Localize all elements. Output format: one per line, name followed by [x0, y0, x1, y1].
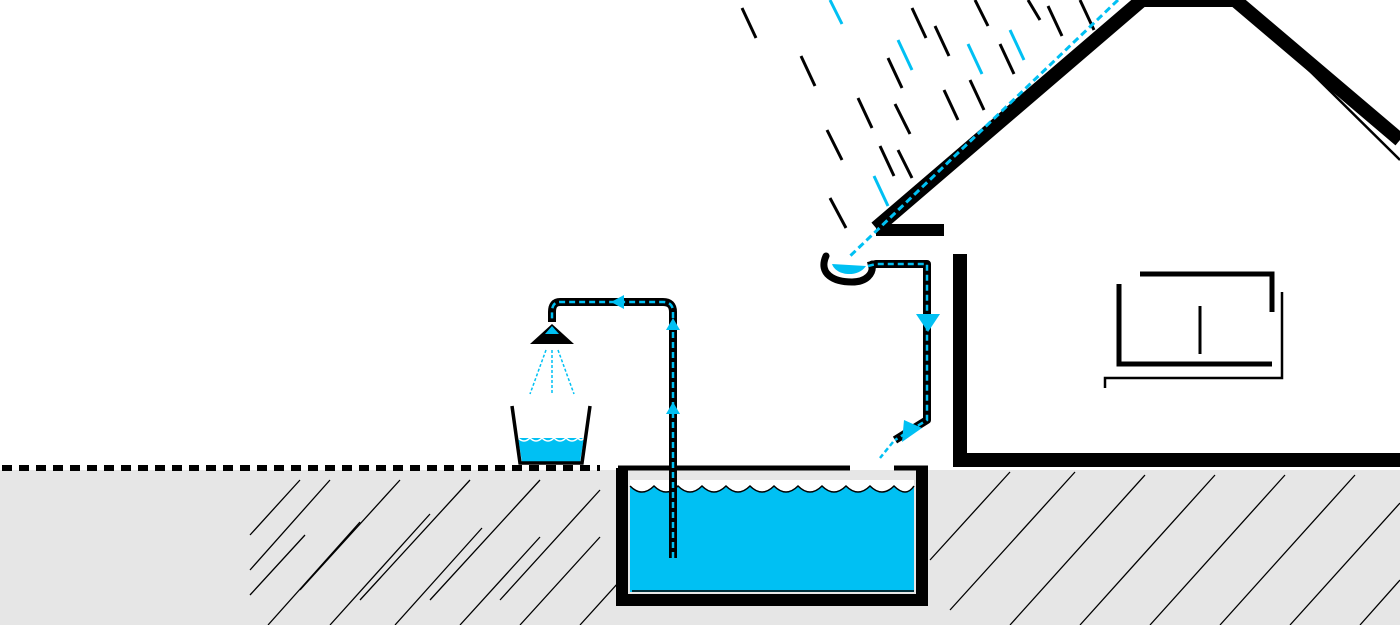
house — [846, 0, 1400, 467]
shower-head-tip — [545, 326, 559, 334]
downpipe-flow — [867, 262, 929, 442]
supply-arrow-up-2 — [666, 318, 680, 330]
sprinkler — [529, 324, 575, 395]
bucket — [510, 405, 592, 465]
supply-arrow-left — [611, 295, 624, 309]
gutter-downpipe — [820, 252, 940, 470]
downpipe-outflow — [879, 441, 894, 459]
rain-drops-blue — [828, 0, 1026, 207]
supply-arrow-up-1 — [666, 402, 680, 414]
bucket-outline — [510, 405, 592, 465]
rainwater-tank — [616, 465, 928, 606]
window — [1103, 271, 1284, 388]
tank-water — [630, 486, 914, 592]
ground-hatch-left — [249, 479, 618, 625]
downpipe-arrow-down — [916, 314, 940, 332]
gutter — [820, 252, 876, 286]
ground-hatch-right — [929, 471, 1400, 625]
bucket-water — [518, 438, 584, 462]
gutter-water — [832, 264, 866, 275]
rain-drops-black — [740, 0, 1096, 229]
rain — [740, 0, 1096, 229]
roof-runoff — [846, 0, 1120, 260]
tank-water-surface — [630, 480, 914, 492]
downpipe — [867, 260, 931, 444]
sprinkler-spray — [529, 349, 575, 395]
bucket-water-ripple — [517, 436, 585, 442]
tank-walls — [616, 468, 928, 606]
tank-water-ripple — [629, 484, 915, 493]
supply-pipe — [548, 295, 680, 558]
roof — [871, 0, 1400, 234]
roof-inner-line — [1237, 0, 1400, 161]
downpipe-arrow-diagonal — [902, 420, 922, 442]
